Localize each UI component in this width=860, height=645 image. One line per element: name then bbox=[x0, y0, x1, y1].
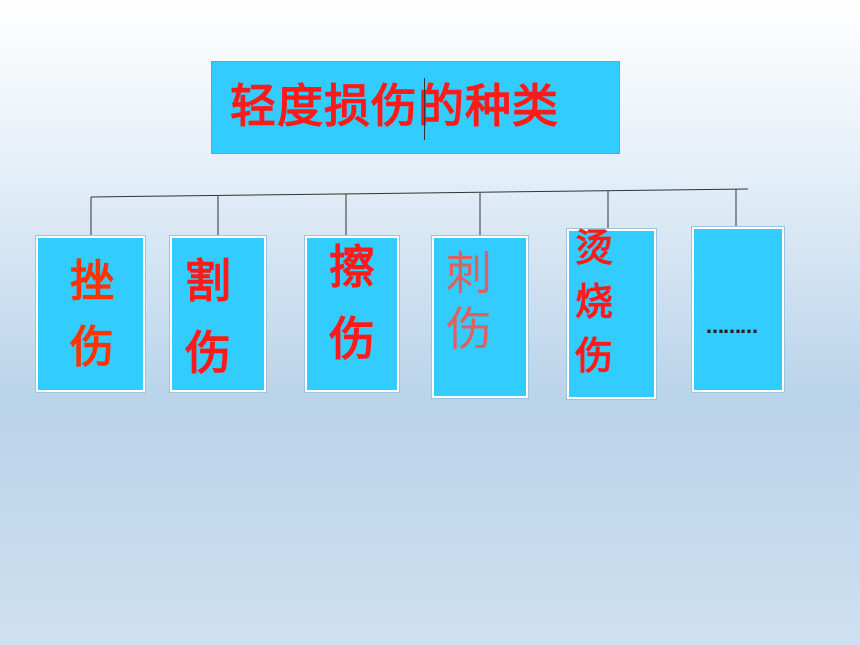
category-box-burn: 烫 烧 伤 bbox=[567, 229, 656, 399]
category-label-line: 烧 bbox=[575, 280, 614, 324]
category-label-line: 伤 bbox=[70, 322, 114, 373]
category-label-line: 割 bbox=[185, 254, 231, 308]
category-label-line: 烫 bbox=[575, 226, 614, 270]
category-label-line: 伤 bbox=[446, 302, 492, 356]
category-label-line: ……… bbox=[706, 317, 758, 338]
category-label-line: 刺 bbox=[446, 246, 492, 300]
category-label-burn: 烫 烧 伤 bbox=[575, 229, 613, 375]
horizontal-connector bbox=[90, 188, 749, 198]
category-label-cut: 割 伤 bbox=[185, 258, 231, 376]
category-label-contusion: 挫 伤 bbox=[70, 260, 114, 370]
category-box-cut: 割 伤 bbox=[170, 236, 266, 392]
category-label-line: 伤 bbox=[185, 326, 231, 380]
category-label-line: 伤 bbox=[575, 334, 614, 378]
category-box-stab: 刺 伤 bbox=[432, 236, 528, 398]
category-label-abrasion: 擦 伤 bbox=[329, 244, 375, 362]
category-label-line: 挫 bbox=[70, 256, 114, 307]
category-label-line: 擦 bbox=[329, 240, 375, 294]
text-cursor bbox=[424, 78, 425, 140]
category-label-stab: 刺 伤 bbox=[446, 250, 492, 352]
category-box-more: ……… bbox=[692, 227, 784, 392]
title-box: 轻度损伤的种类 bbox=[211, 61, 620, 154]
category-box-abrasion: 擦 伤 bbox=[305, 236, 399, 392]
diagram-title: 轻度损伤的种类 bbox=[230, 79, 559, 133]
category-label-line: 伤 bbox=[329, 312, 375, 366]
category-label-more: ……… bbox=[706, 317, 758, 338]
category-box-contusion: 挫 伤 bbox=[36, 236, 145, 392]
